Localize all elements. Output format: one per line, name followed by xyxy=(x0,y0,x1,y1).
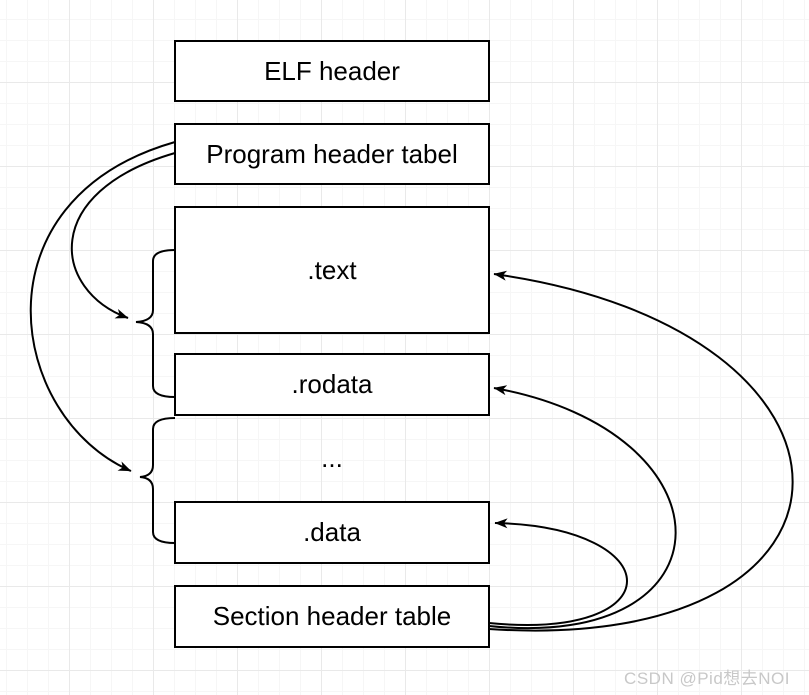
box-text-section: .text xyxy=(174,206,490,334)
ellipsis-label: ... xyxy=(174,432,490,484)
arrow-program-header-to-segment-1 xyxy=(70,152,176,319)
box-section-header-table: Section header table xyxy=(174,585,490,648)
brace-segment-1 xyxy=(135,249,176,398)
box-label: ... xyxy=(321,442,343,473)
arrow-section-header-to-rodata xyxy=(488,385,677,629)
box-label: .text xyxy=(307,254,357,285)
box-elf-header: ELF header xyxy=(174,40,490,102)
csdn-watermark: CSDN @Pid想去NOI xyxy=(624,669,790,688)
box-label: ELF header xyxy=(264,55,400,86)
box-rodata-section: .rodata xyxy=(174,353,490,416)
arrow-section-header-to-text xyxy=(488,270,794,632)
arrow-section-header-to-data xyxy=(488,518,628,626)
box-data-section: .data xyxy=(174,501,490,564)
brace-segment-2 xyxy=(139,417,176,544)
box-program-header-table: Program header tabel xyxy=(174,123,490,185)
box-label: Program header tabel xyxy=(206,138,458,169)
arrow-program-header-to-segment-2 xyxy=(29,141,176,472)
box-label: Section header table xyxy=(212,601,452,631)
box-label: .data xyxy=(303,517,361,547)
box-label: .rodata xyxy=(291,369,373,399)
